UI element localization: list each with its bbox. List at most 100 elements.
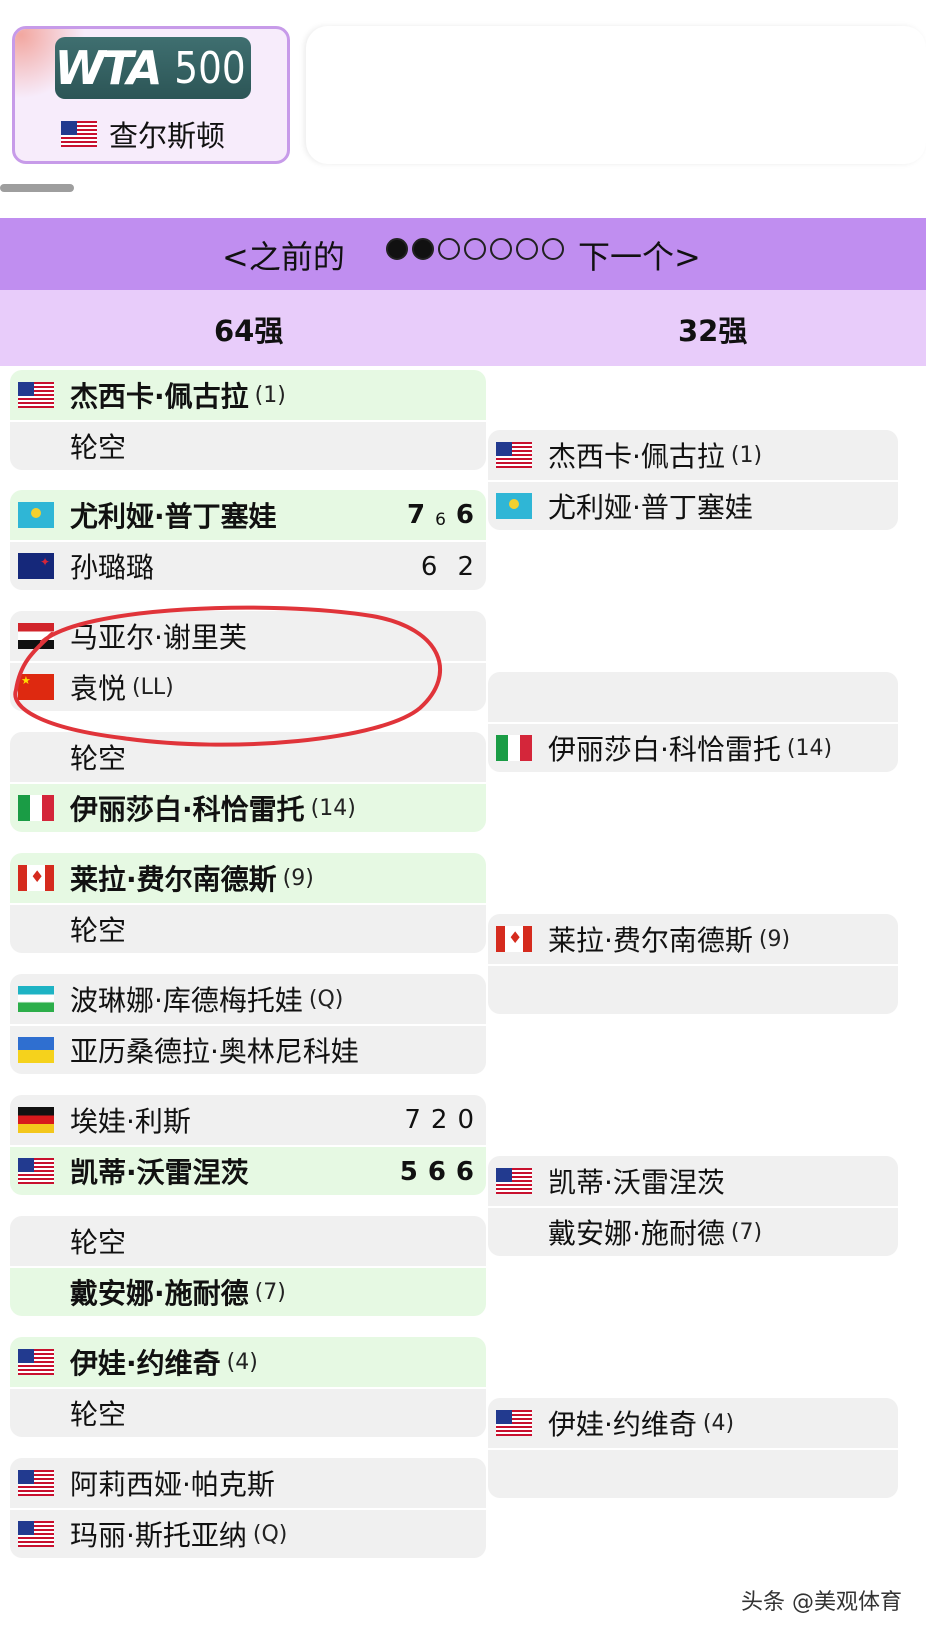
player-row[interactable]: 马亚尔·谢里芙 [10,611,486,661]
us-flag-icon [496,442,532,468]
player-row[interactable] [488,672,898,722]
player-seed: (4) [702,1410,735,1436]
player-name: 埃娃·利斯 [70,1105,191,1138]
set-score: 6 [455,500,474,530]
match-card[interactable]: 轮空伊丽莎白·科恰雷托(14) [10,732,486,832]
player-name: 戴安娜·施耐德 [70,1277,249,1310]
player-row[interactable]: 亚历桑德拉·奥林尼科娃 [10,1024,486,1074]
player-row[interactable]: 波琳娜·库德梅托娃(Q) [10,974,486,1024]
player-row[interactable]: 莱拉·费尔南德斯(9) [488,914,898,964]
player-row[interactable]: 凯蒂·沃雷涅茨 [488,1156,898,1206]
player-name: 轮空 [70,1398,127,1431]
player-row[interactable]: 玛丽·斯托亚纳(Q) [10,1508,486,1558]
player-row[interactable]: 戴安娜·施耐德(7) [488,1206,898,1256]
us-flag-icon [18,1470,54,1496]
it-flag-icon [496,735,532,761]
set-score: 5 [399,1157,418,1187]
match-card[interactable]: 尤利娅·普丁塞娃766孙璐璐62 [10,490,486,590]
player-row[interactable]: 杰西卡·佩古拉(1) [10,370,486,420]
match-card[interactable]: 阿莉西娅·帕克斯玛丽·斯托亚纳(Q) [10,1458,486,1558]
tournament-location: 查尔斯顿 [61,113,225,155]
page-indicator [386,238,564,260]
match-card[interactable]: 杰西卡·佩古拉(1) 轮空 [10,370,486,470]
player-row[interactable]: 阿莉西娅·帕克斯 [10,1458,486,1508]
player-row[interactable]: 轮空 [10,1387,486,1437]
set-score: 6 [420,552,438,582]
ua-flag-icon [18,1037,54,1063]
player-name: 轮空 [70,742,127,775]
player-name: 阿莉西娅·帕克斯 [70,1468,275,1501]
player-seed: (9) [758,926,791,952]
player-row[interactable]: 伊丽莎白·科恰雷托(14) [488,722,898,772]
player-row[interactable]: 轮空 [10,732,486,782]
player-name: 戴安娜·施耐德 [548,1217,725,1250]
player-name: 凯蒂·沃雷涅茨 [548,1166,725,1199]
it-flag-icon [18,795,54,821]
player-seed: (9) [282,865,314,891]
player-seed: (14) [786,735,833,761]
page-dot[interactable] [542,238,564,260]
ca-flag-icon [18,865,54,891]
tournament-card[interactable]: WTA 500 查尔斯顿 [12,26,290,164]
player-row[interactable]: 杰西卡·佩古拉(1) [488,430,898,480]
player-name: 轮空 [70,431,127,464]
watermark: 头条 @美观体育 [741,1590,902,1615]
match-card[interactable]: 波琳娜·库德梅托娃(Q)亚历桑德拉·奥林尼科娃 [10,974,486,1074]
match-card[interactable]: 莱拉·费尔南德斯(9)轮空 [10,853,486,953]
player-name: 袁悦 [70,672,127,705]
player-row[interactable]: 伊娃·约维奇(4) [10,1337,486,1387]
player-seed: (1) [254,382,286,408]
player-row[interactable]: 轮空 [10,420,486,470]
kz-flag-icon [496,493,532,519]
player-row[interactable] [488,1448,898,1498]
player-row[interactable]: 莱拉·费尔南德斯(9) [10,853,486,903]
previous-button[interactable]: <之前的 [222,238,345,276]
page-dot[interactable] [490,238,512,260]
us-flag-icon [18,1158,54,1184]
set-score: 7 [406,500,426,530]
us-flag-icon [496,1410,532,1436]
player-row[interactable]: 戴安娜·施耐德(7) [10,1266,486,1316]
player-name: 玛丽·斯托亚纳 [70,1519,247,1552]
player-row[interactable]: 轮空 [10,903,486,953]
us-flag-icon [18,382,54,408]
page-dot[interactable] [412,238,434,260]
next-button[interactable]: 下一个> [578,238,701,276]
page-dot[interactable] [438,238,460,260]
player-row[interactable]: 伊娃·约维奇(4) [488,1398,898,1448]
page-dot[interactable] [516,238,538,260]
player-name: 杰西卡·佩古拉 [548,440,725,473]
player-name: 马亚尔·谢里芙 [70,621,247,654]
match-card[interactable]: 伊丽莎白·科恰雷托(14) [488,672,898,772]
match-card[interactable]: 轮空戴安娜·施耐德(7) [10,1216,486,1316]
match-card[interactable]: 伊娃·约维奇(4) 轮空 [10,1337,486,1437]
cn-flag-icon [18,674,54,700]
match-card[interactable]: 伊娃·约维奇(4) [488,1398,898,1498]
match-card[interactable]: 凯蒂·沃雷涅茨戴安娜·施耐德(7) [488,1156,898,1256]
match-card[interactable]: 马亚尔·谢里芙袁悦(LL) [10,611,486,711]
nz-flag-icon [18,553,54,579]
player-row[interactable]: 轮空 [10,1216,486,1266]
horizontal-scrollbar[interactable] [0,184,74,192]
match-card[interactable]: 杰西卡·佩古拉(1)尤利娅·普丁塞娃 [488,430,898,530]
player-row[interactable]: 尤利娅·普丁塞娃 [488,480,898,530]
next-tournament-card[interactable] [306,26,926,164]
player-row[interactable]: 伊丽莎白·科恰雷托(14) [10,782,486,832]
page-dot[interactable] [464,238,486,260]
round-navigation: <之前的 下一个> [0,218,926,290]
match-card[interactable]: 莱拉·费尔南德斯(9) [488,914,898,1014]
player-row[interactable] [488,964,898,1014]
set-score: 6 [455,1157,474,1187]
player-row[interactable]: 袁悦(LL) [10,661,486,711]
page-dot[interactable] [386,238,408,260]
player-seed: (Q) [252,1521,288,1547]
